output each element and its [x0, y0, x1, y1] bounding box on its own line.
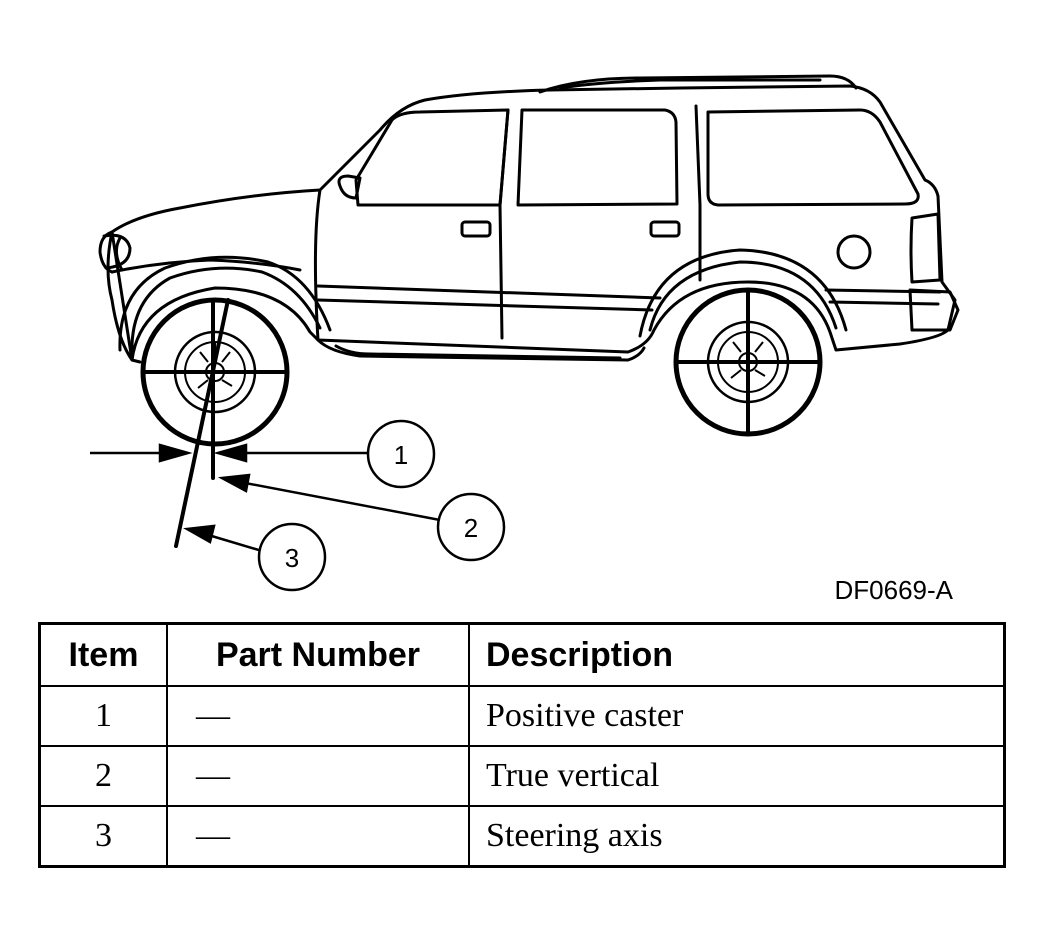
table-row: 3 — Steering axis: [38, 805, 1006, 868]
row-description: Steering axis: [468, 805, 1006, 868]
callout-3: 3: [257, 522, 327, 592]
row-item: 3: [38, 805, 168, 868]
steering-axis-leader: [204, 532, 263, 553]
rear-wheel: [673, 287, 823, 437]
row-description: True vertical: [468, 745, 1006, 807]
callout-1: 1: [366, 419, 436, 489]
row-item: 2: [38, 745, 168, 807]
true-vertical-leader: [239, 480, 441, 522]
header-part-number: Part Number: [166, 622, 470, 687]
row-part-number: —: [166, 685, 470, 747]
figure-code: DF0669-A: [835, 575, 954, 605]
row-item: 1: [38, 685, 168, 747]
table-header-row: Item Part Number Description: [38, 622, 1006, 687]
row-description: Positive caster: [468, 685, 1006, 747]
legend-table: Item Part Number Description 1 — Positiv…: [38, 622, 1006, 868]
table-row: 1 — Positive caster: [38, 685, 1006, 747]
vehicle-illustration: [98, 74, 960, 364]
caster-reference-lines: [141, 298, 289, 548]
leader-arrows: [90, 443, 441, 553]
callout-2: 2: [436, 492, 506, 562]
callout-3-number: 3: [285, 543, 299, 573]
row-part-number: —: [166, 745, 470, 807]
header-item: Item: [38, 622, 168, 687]
callout-2-number: 2: [464, 513, 478, 543]
header-description: Description: [468, 622, 1006, 687]
callout-1-number: 1: [394, 440, 408, 470]
row-part-number: —: [166, 805, 470, 868]
steering-axis-line: [174, 298, 230, 548]
table-row: 2 — True vertical: [38, 745, 1006, 807]
